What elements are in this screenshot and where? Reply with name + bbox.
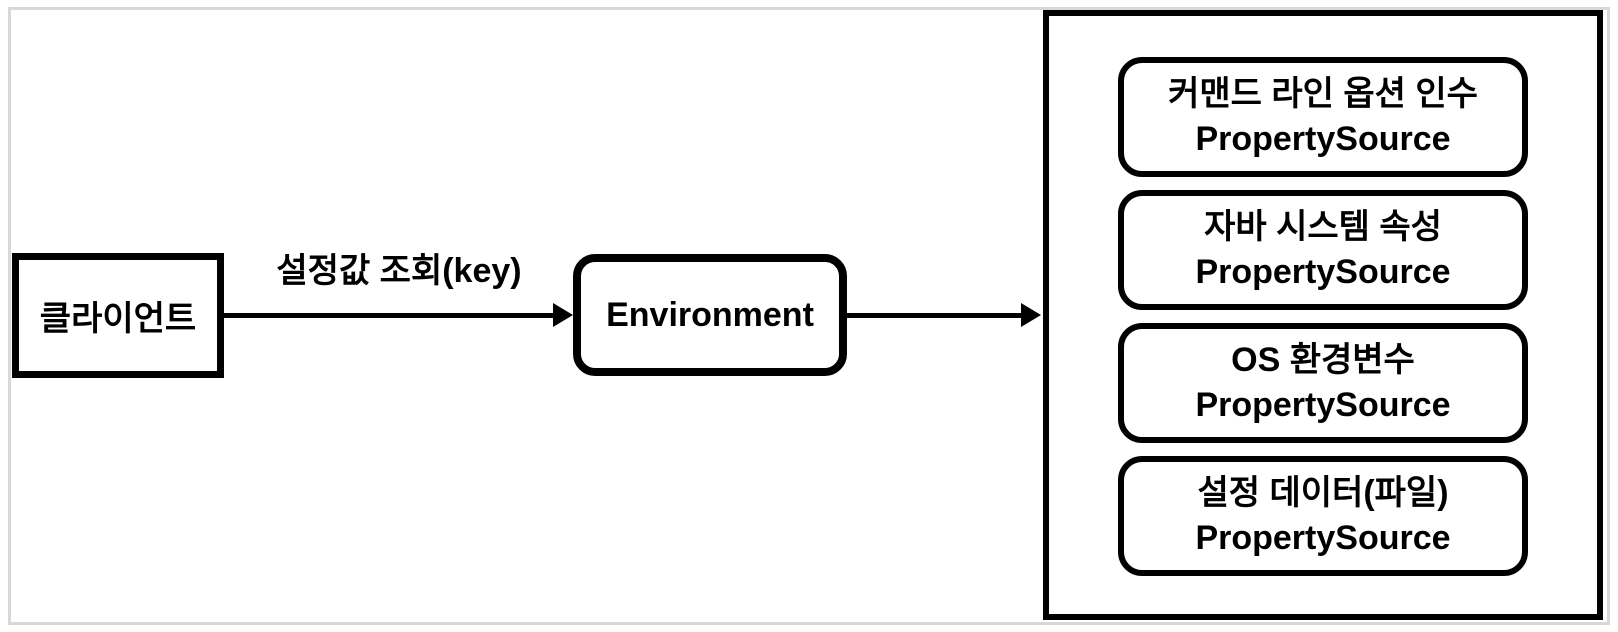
property-sources-container: 커맨드 라인 옵션 인수 PropertySource 자바 시스템 속성 Pr… — [1043, 10, 1603, 620]
request-arrow-line — [224, 313, 554, 318]
lookup-arrow-line — [847, 313, 1022, 318]
property-source-class-name: PropertySource — [1195, 120, 1451, 158]
client-node: 클라이언트 — [12, 253, 224, 378]
request-arrow-head-icon — [553, 303, 573, 327]
property-source-box-os-env: OS 환경변수 PropertySource — [1118, 323, 1528, 443]
property-source-class-name: PropertySource — [1195, 519, 1451, 557]
property-source-title: 설정 데이터(파일) — [1197, 474, 1449, 512]
lookup-arrow-head-icon — [1021, 303, 1041, 327]
property-source-box-config-data: 설정 데이터(파일) PropertySource — [1118, 456, 1528, 576]
environment-node: Environment — [573, 254, 847, 376]
request-arrow-label: 설정값 조회(key) — [276, 252, 522, 290]
property-source-box-command-line: 커맨드 라인 옵션 인수 PropertySource — [1118, 57, 1528, 177]
property-source-title: 자바 시스템 속성 — [1204, 208, 1442, 246]
property-source-class-name: PropertySource — [1195, 386, 1451, 424]
property-source-class-name: PropertySource — [1195, 253, 1451, 291]
environment-node-label: Environment — [606, 295, 814, 334]
property-source-box-java-system: 자바 시스템 속성 PropertySource — [1118, 190, 1528, 310]
client-node-label: 클라이언트 — [39, 300, 197, 338]
property-source-title: 커맨드 라인 옵션 인수 — [1168, 75, 1478, 113]
property-source-title: OS 환경변수 — [1231, 341, 1415, 379]
